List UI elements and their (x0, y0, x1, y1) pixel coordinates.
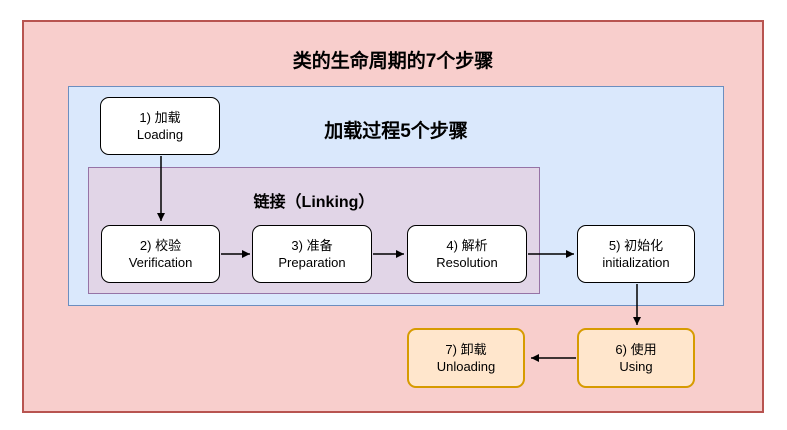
step-label-en: Loading (136, 127, 184, 142)
step-label-zh: 7) 卸载 (445, 342, 487, 357)
step-label-zh: 4) 解析 (446, 238, 488, 253)
step-label-en: Preparation (278, 255, 346, 270)
step-label-zh: 1) 加载 (139, 110, 181, 125)
step-label-zh: 3) 准备 (291, 238, 333, 253)
step-box-loading: 1) 加载 Loading (100, 97, 220, 155)
step-label-zh: 2) 校验 (139, 238, 182, 253)
step-box-unloading: 7) 卸载 Unloading (407, 328, 525, 388)
step-label-en: initialization (602, 255, 670, 270)
step-box-preparation: 3) 准备 Preparation (252, 225, 372, 283)
step-box-verification: 2) 校验 Verification (101, 225, 220, 283)
step-box-initialization: 5) 初始化 initialization (577, 225, 695, 283)
step-box-resolution: 4) 解析 Resolution (407, 225, 527, 283)
loading-group-title: 加载过程5个步骤 (324, 121, 468, 142)
step-label-en: Verification (128, 255, 193, 270)
step-label-en: Using (619, 359, 653, 374)
step-label-zh: 5) 初始化 (608, 238, 664, 253)
step-label-en: Resolution (436, 255, 498, 270)
step-box-using: 6) 使用 Using (577, 328, 695, 388)
step-label-en: Unloading (436, 359, 496, 374)
diagram-title: 类的生命周期的7个步骤 (292, 51, 494, 72)
step-label-zh: 6) 使用 (615, 342, 657, 357)
linking-group-title: 链接（Linking） (253, 194, 375, 211)
